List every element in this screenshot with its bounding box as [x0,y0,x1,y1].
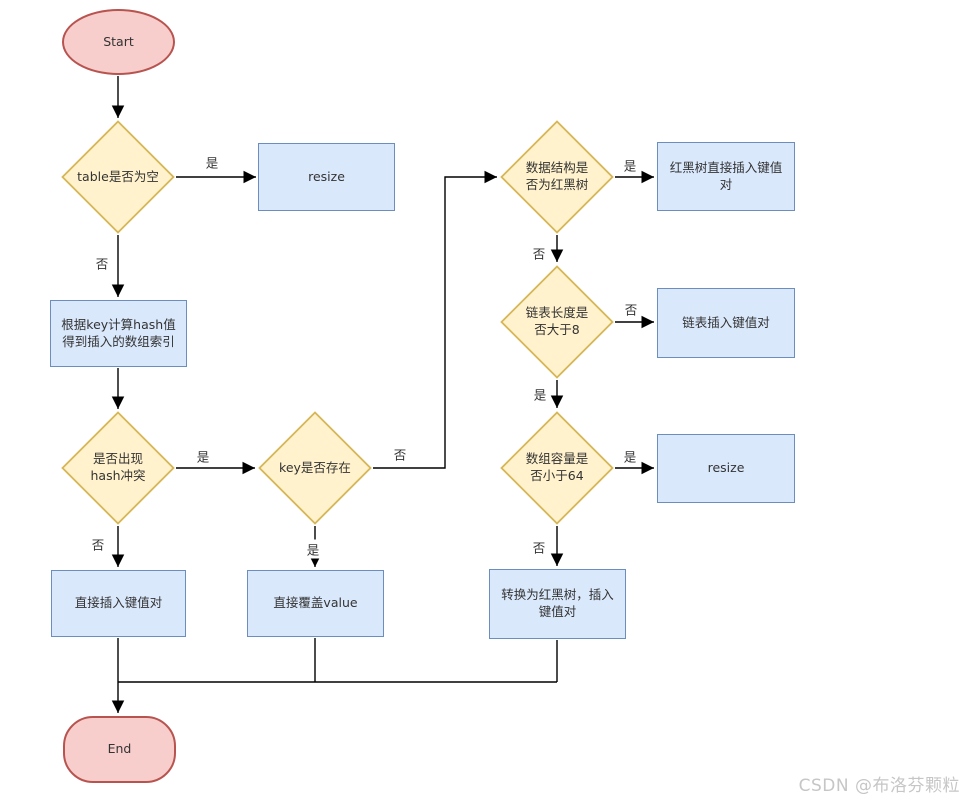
process-insert-direct: 直接插入键值对 [51,570,186,637]
edge-label-conflict-no: 否 [89,534,107,554]
edge-label-conflict-yes: 是 [194,446,212,466]
process-list-insert: 链表插入键值对 [657,288,795,358]
diamond-shape [61,120,175,234]
edge-label-is-rbtree-yes: 是 [621,155,639,175]
diamond-shape [258,411,372,525]
process-overwrite-value: 直接覆盖value [247,570,384,637]
edge-label-is-rbtree-no: 否 [530,243,548,263]
decision-key-exists: key是否存在 [258,411,372,525]
decision-hash-conflict: 是否出现 hash冲突 [61,411,175,525]
diamond-shape [500,120,614,234]
edge-label-table-empty-no: 否 [93,253,111,273]
edge-label-key-exists-no: 否 [391,444,409,464]
edge-label-capacity-no: 否 [530,537,548,557]
terminal-end: End [63,716,176,783]
diamond-shape [500,411,614,525]
terminal-end-label: End [107,741,132,757]
decision-table-empty: table是否为空 [61,120,175,234]
decision-capacity-lt64: 数组容量是 否小于64 [500,411,614,525]
diamond-shape [61,411,175,525]
process-hash-calc: 根据key计算hash值 得到插入的数组索引 [50,300,187,367]
process-convert-rbtree: 转换为红黑树，插入 键值对 [489,569,626,639]
edge-label-table-empty-yes: 是 [203,152,221,172]
csdn-watermark: CSDN @布洛芬颗粒 [798,776,960,796]
edge-label-list-len-yes: 是 [531,384,549,404]
decision-list-len-gt8: 链表长度是 否大于8 [500,265,614,379]
edge-label-capacity-yes: 是 [621,446,639,466]
process-resize-mid: resize [657,434,795,503]
decision-is-rbtree: 数据结构是 否为红黑树 [500,120,614,234]
edge-label-list-len-no: 否 [622,299,640,319]
process-rbtree-insert: 红黑树直接插入键值 对 [657,142,795,211]
process-resize-top: resize [258,143,395,211]
terminal-start: Start [62,9,175,75]
edge-label-key-exists-yes: 是 [304,539,322,559]
diamond-shape [500,265,614,379]
edge-key-exists-no-is-rbtree [373,170,497,469]
terminal-start-label: Start [103,33,134,49]
